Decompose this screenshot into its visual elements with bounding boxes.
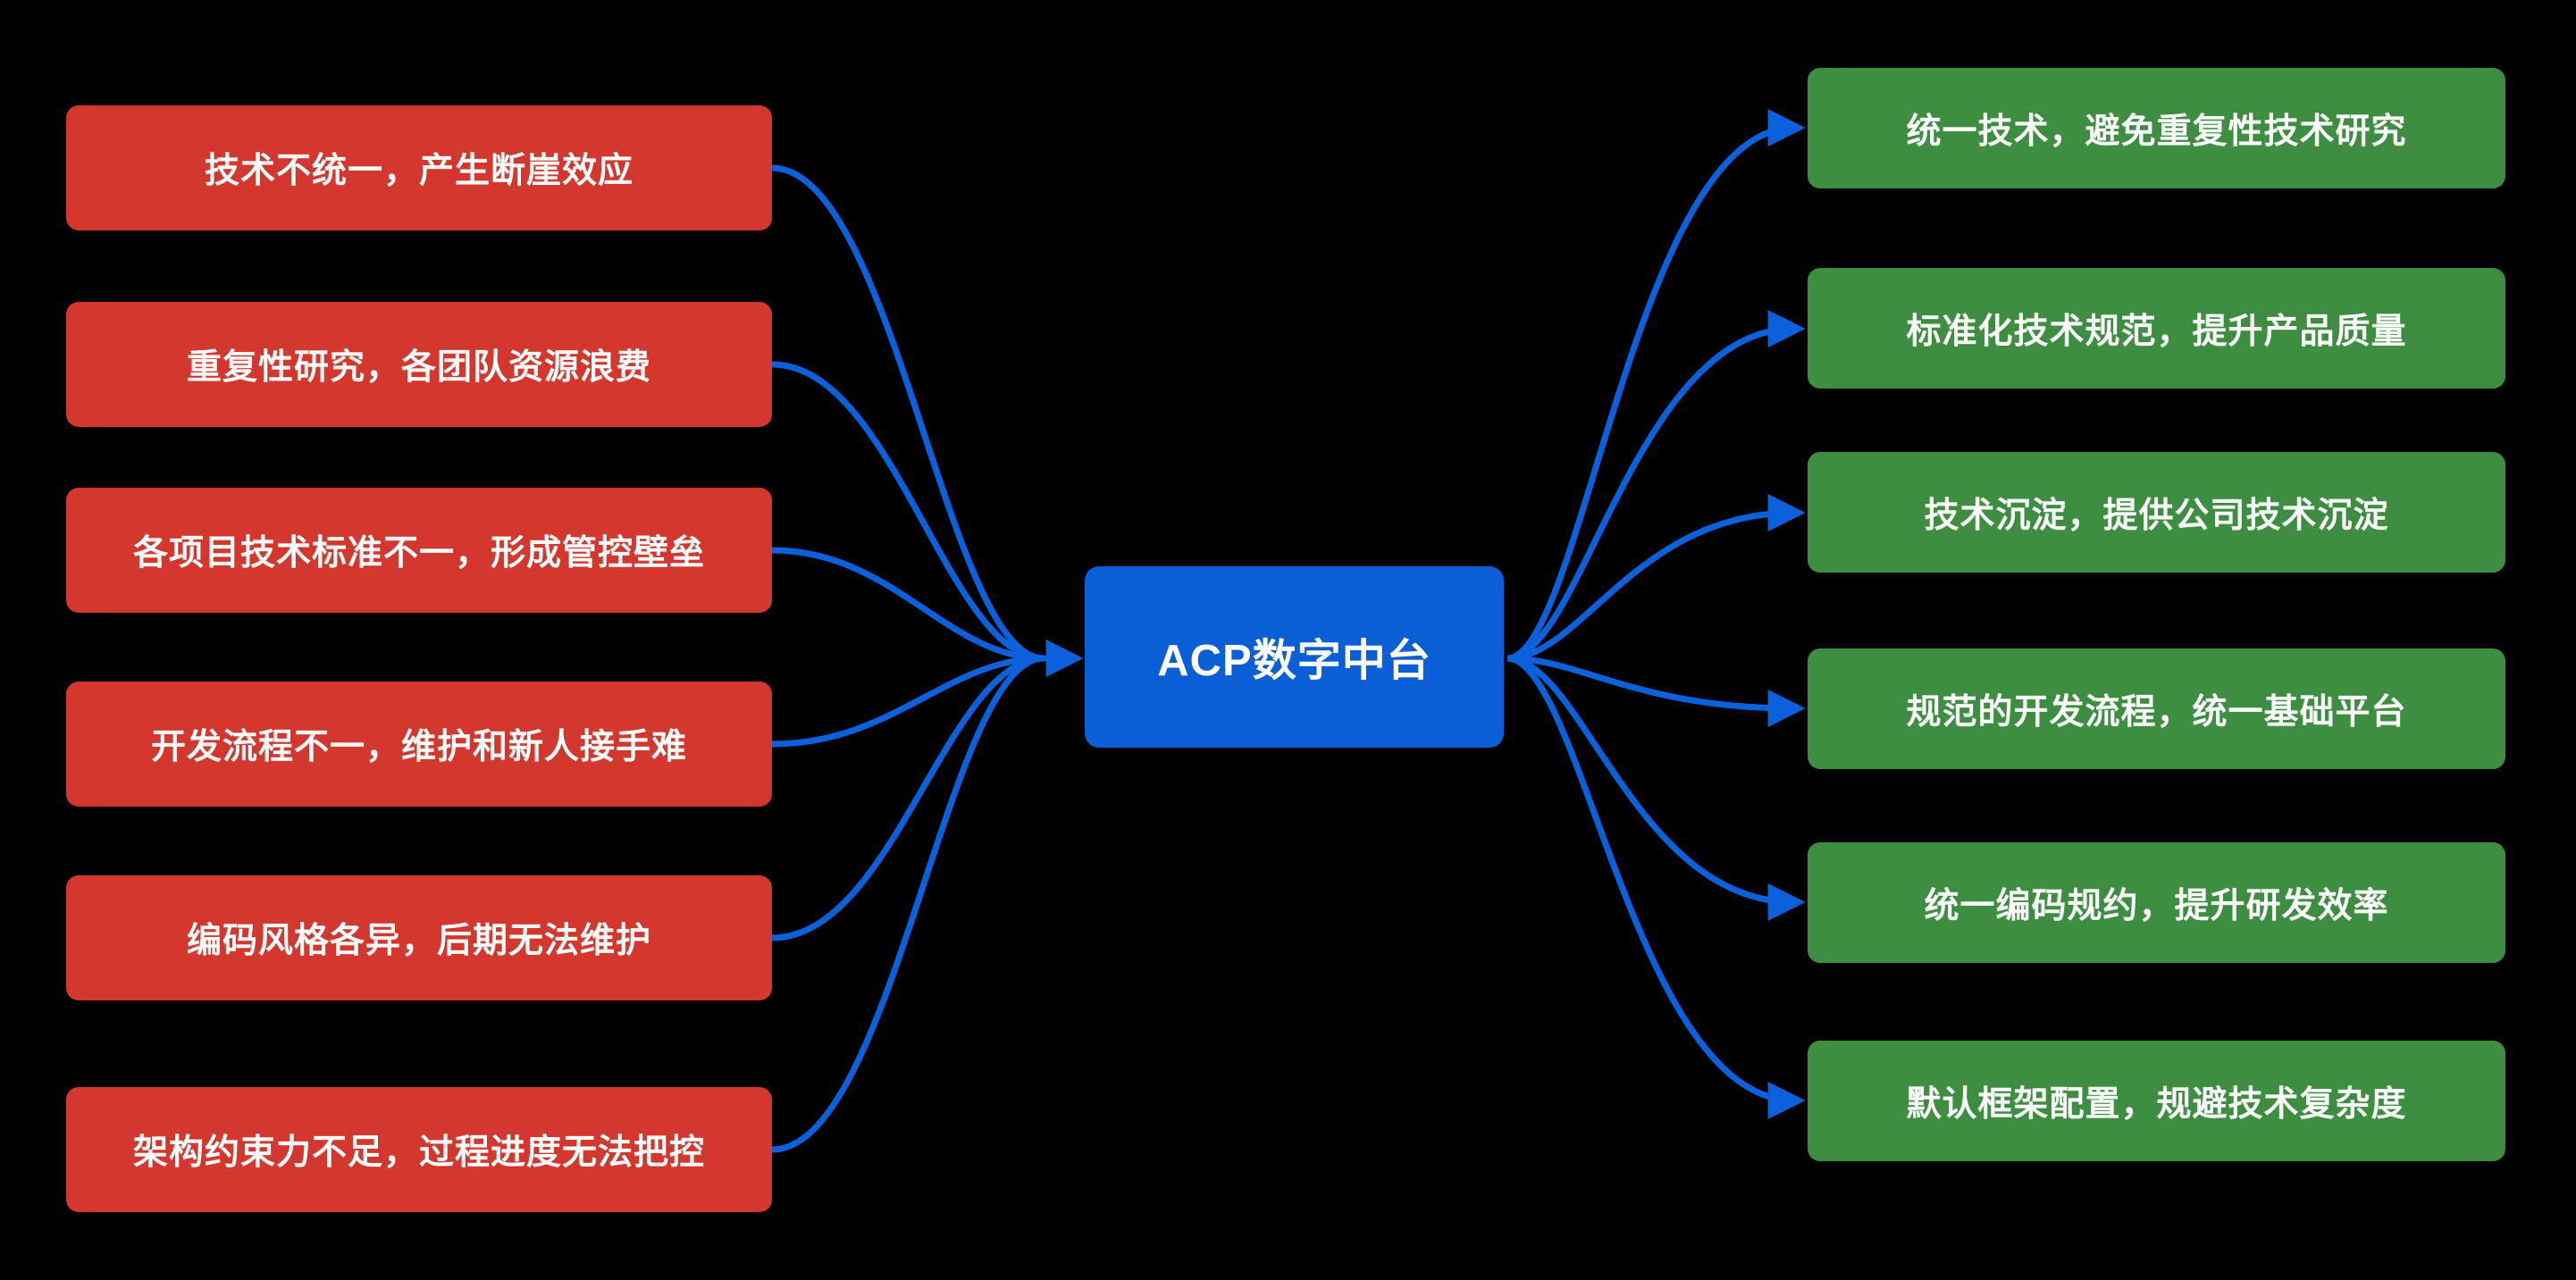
center-node[interactable]: ACP数字中台 — [1085, 566, 1504, 748]
solution-node-5[interactable]: 统一编码规约，提升研发效率 — [1808, 842, 2505, 963]
problem-node-label: 架构约束力不足，过程进度无法把控 — [132, 1134, 705, 1172]
connector-problem-2 — [771, 361, 1045, 662]
solution-node-1[interactable]: 统一技术，避免重复性技术研究 — [1808, 68, 2505, 188]
solution-node-6[interactable]: 默认框架配置，规避技术复杂度 — [1808, 1041, 2505, 1161]
connector-solution-5 — [1506, 655, 1806, 921]
connector-problem-1 — [771, 164, 1045, 662]
connector-solution-6 — [1506, 655, 1806, 1119]
connector-problem-6 — [771, 655, 1045, 1153]
problem-node-label: 技术不统一，产生断崖效应 — [204, 152, 634, 190]
solution-node-2[interactable]: 标准化技术规范，提升产品质量 — [1808, 268, 2505, 389]
center-node-label: ACP数字中台 — [1157, 637, 1431, 685]
solution-node-label: 统一编码规约，提升研发效率 — [1924, 886, 2389, 925]
connector-problem-3 — [771, 547, 1045, 662]
problem-node-label: 编码风格各异，后期无法维护 — [186, 922, 651, 960]
solution-node-label: 统一技术，避免重复性技术研究 — [1906, 112, 2407, 151]
connector-problem-5 — [771, 655, 1045, 941]
solution-node-4[interactable]: 规范的开发流程，统一基础平台 — [1808, 648, 2505, 769]
problem-node-2[interactable]: 重复性研究，各团队资源浪费 — [66, 302, 772, 427]
problem-node-5[interactable]: 编码风格各异，后期无法维护 — [66, 875, 772, 1000]
solution-node-label: 技术沉淀，提供公司技术沉淀 — [1924, 496, 2389, 535]
connector-solution-4 — [1506, 655, 1806, 727]
problem-node-label: 各项目技术标准不一，形成管控壁垒 — [132, 534, 705, 573]
solution-node-label: 标准化技术规范，提升产品质量 — [1906, 312, 2407, 351]
solution-node-3[interactable]: 技术沉淀，提供公司技术沉淀 — [1808, 452, 2505, 573]
problem-node-1[interactable]: 技术不统一，产生断崖效应 — [66, 105, 772, 230]
problem-node-label: 开发流程不一，维护和新人接手难 — [150, 728, 687, 766]
connector-solution-3 — [1506, 494, 1806, 662]
connector-solution-2 — [1506, 310, 1806, 662]
connector-solution-1 — [1506, 109, 1806, 662]
problem-node-4[interactable]: 开发流程不一，维护和新人接手难 — [66, 682, 772, 807]
problem-node-6[interactable]: 架构约束力不足，过程进度无法把控 — [66, 1087, 772, 1212]
problem-node-3[interactable]: 各项目技术标准不一，形成管控壁垒 — [66, 488, 772, 613]
solution-node-label: 规范的开发流程，统一基础平台 — [1906, 692, 2407, 732]
connector-problem-4 — [771, 655, 1045, 748]
problem-node-label: 重复性研究，各团队资源浪费 — [186, 348, 651, 387]
solution-node-label: 默认框架配置，规避技术复杂度 — [1906, 1084, 2407, 1124]
